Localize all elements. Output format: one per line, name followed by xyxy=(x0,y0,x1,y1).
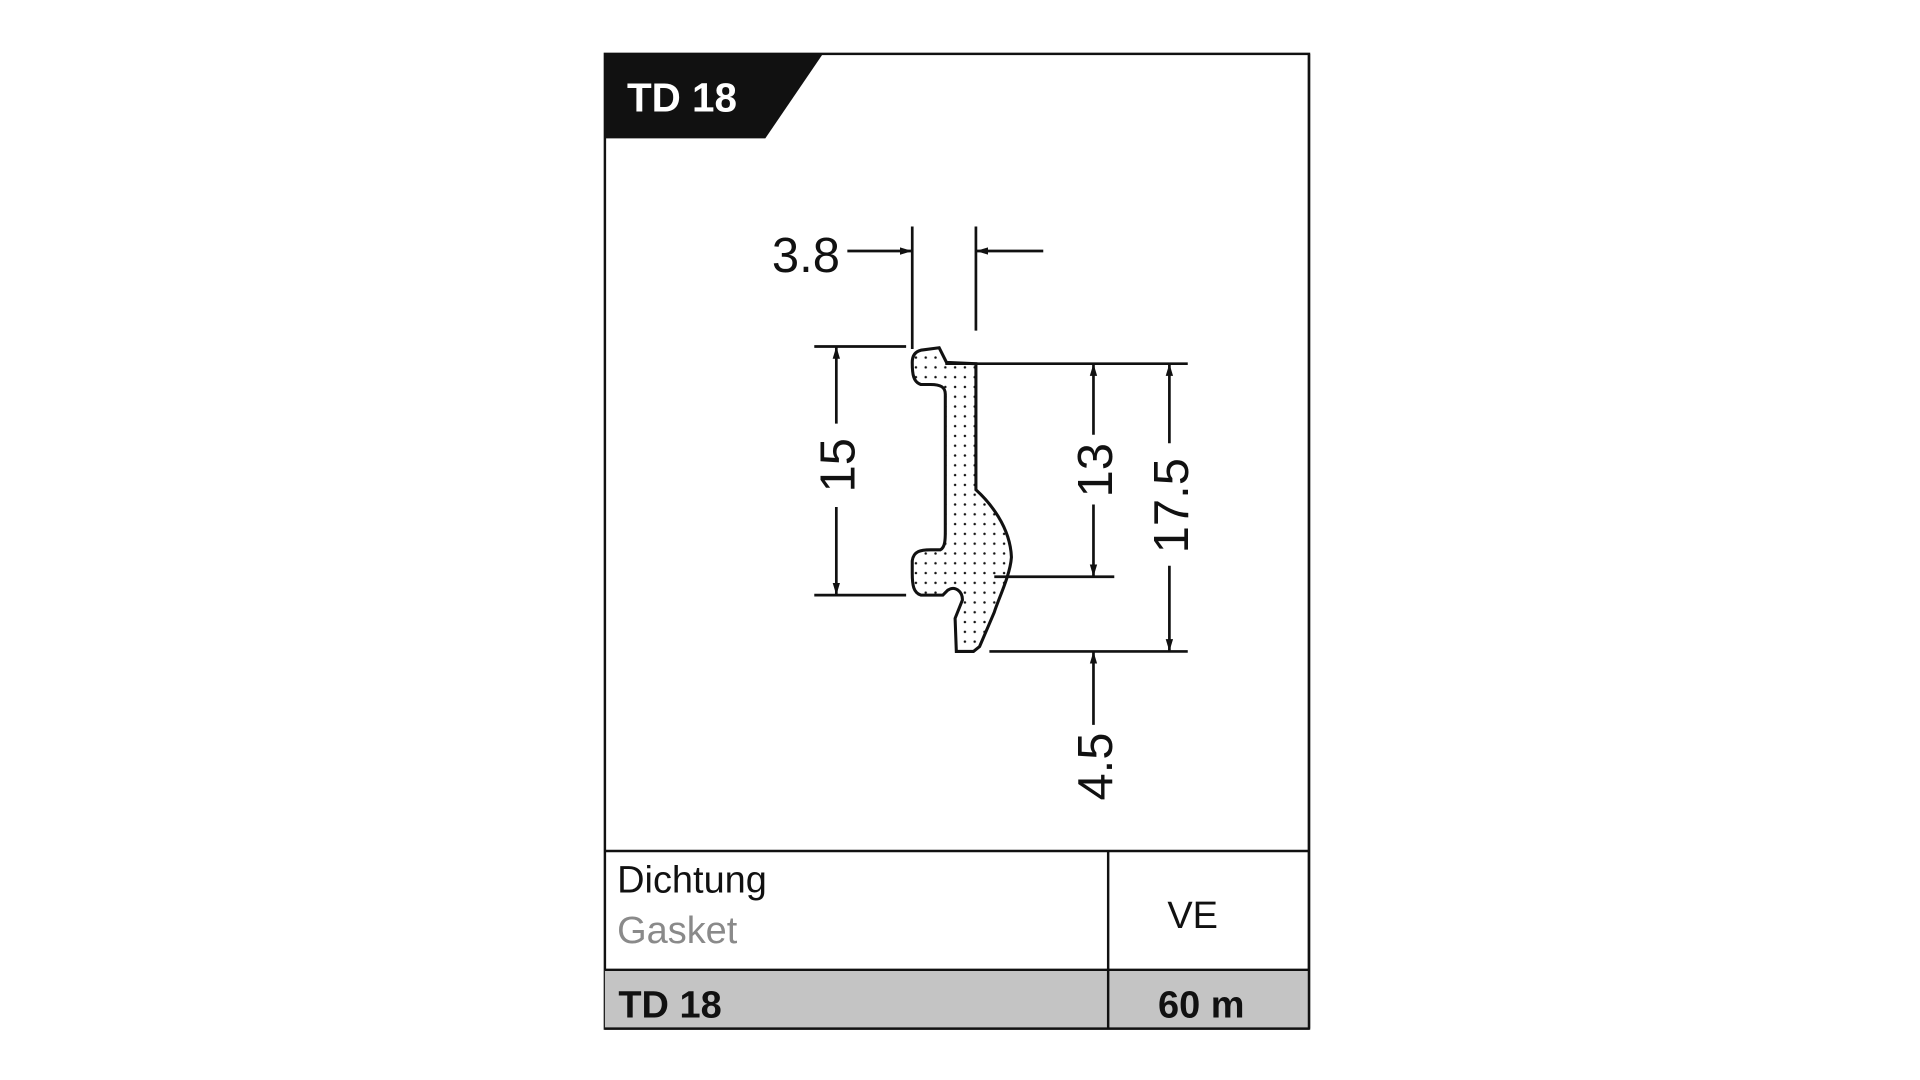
header-tag xyxy=(604,53,823,139)
dimension-lip-height: 4.5 xyxy=(1069,651,1123,801)
gasket-profile xyxy=(910,346,1013,653)
dim-label-13: 13 xyxy=(1069,443,1123,497)
dim-label-15: 15 xyxy=(812,438,866,492)
dimension-width-top: 3.8 xyxy=(772,226,1044,349)
dimension-height-total: 17.5 xyxy=(989,363,1199,653)
dim-label-4-5: 4.5 xyxy=(1069,732,1123,800)
dim-label-17-5: 17.5 xyxy=(1145,458,1199,553)
dimension-height-inner: 13 xyxy=(945,362,1188,579)
name-english: Gasket xyxy=(617,910,738,952)
footer-product-code: TD 18 xyxy=(618,985,721,1027)
name-german: Dichtung xyxy=(617,860,767,902)
dimension-height-left: 15 xyxy=(812,345,907,597)
dim-label-3-8: 3.8 xyxy=(772,229,840,283)
footer-unit-value: 60 m xyxy=(1158,985,1244,1027)
unit-label: VE xyxy=(1167,895,1218,937)
header-product-code: TD 18 xyxy=(627,74,737,120)
footer-row-bg xyxy=(604,969,1309,1029)
